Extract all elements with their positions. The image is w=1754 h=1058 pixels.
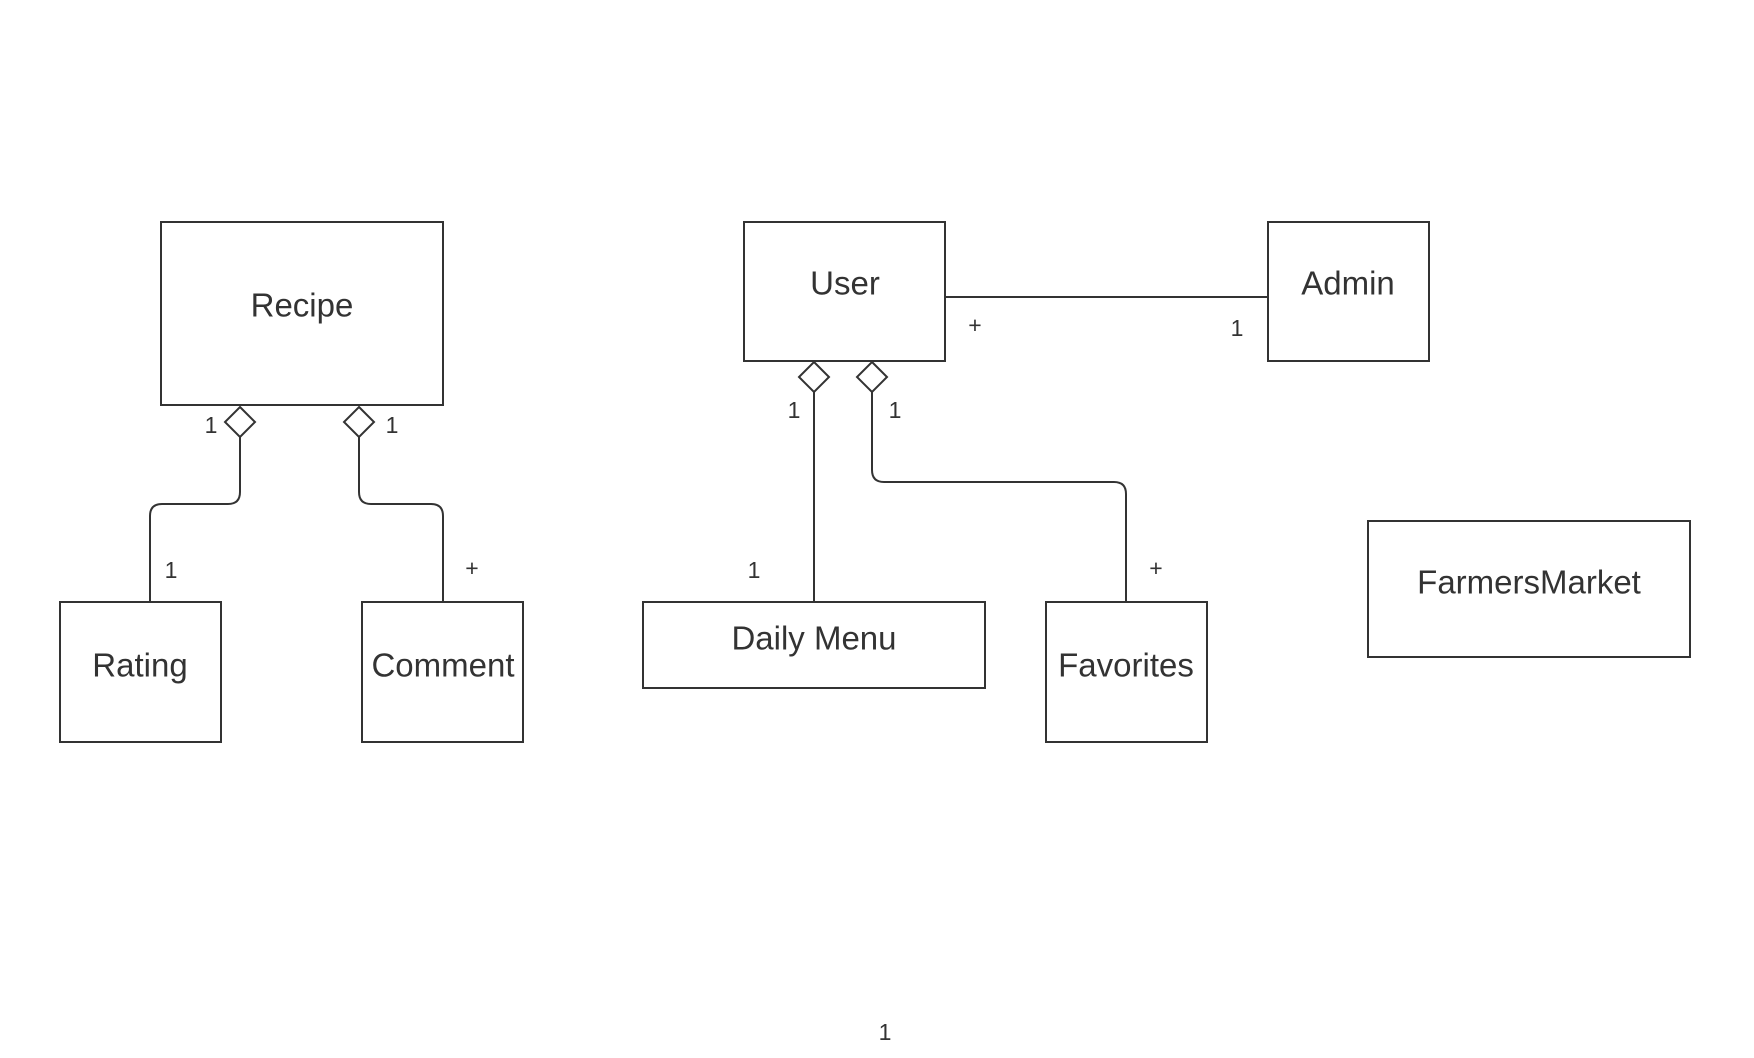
multiplicity-recipe-rating-parent: 1 <box>205 412 218 438</box>
class-farmers-market-label: FarmersMarket <box>1417 564 1641 601</box>
page-footer-number: 1 <box>879 1019 892 1045</box>
class-daily-menu[interactable]: Daily Menu <box>642 601 986 689</box>
multiplicity-user-favorites-child: + <box>1149 555 1162 581</box>
class-admin-label: Admin <box>1301 265 1395 302</box>
multiplicity-user-dailymenu-child: 1 <box>748 557 761 583</box>
class-recipe-label: Recipe <box>251 287 354 324</box>
class-rating[interactable]: Rating <box>59 601 222 743</box>
user-dailymenu-aggregation-diamond <box>797 360 831 394</box>
class-comment-label: Comment <box>371 647 514 684</box>
class-user[interactable]: User <box>743 221 946 362</box>
recipe-comment-aggregation-diamond <box>342 405 376 439</box>
multiplicity-user-admin-user: + <box>968 312 981 338</box>
multiplicity-user-dailymenu-parent: 1 <box>788 397 801 423</box>
user-favorites-aggregation-diamond <box>855 360 889 394</box>
class-recipe[interactable]: Recipe <box>160 221 444 406</box>
multiplicity-recipe-rating-child: 1 <box>165 557 178 583</box>
multiplicity-recipe-comment-child: + <box>465 555 478 581</box>
class-daily-menu-label: Daily Menu <box>731 620 896 657</box>
multiplicity-recipe-comment-parent: 1 <box>386 412 399 438</box>
recipe-rating-aggregation-diamond <box>223 405 257 439</box>
class-farmers-market[interactable]: FarmersMarket <box>1367 520 1691 658</box>
user-favorites-connector <box>871 392 1127 602</box>
class-comment[interactable]: Comment <box>361 601 524 743</box>
recipe-comment-connector <box>358 437 444 602</box>
class-favorites[interactable]: Favorites <box>1045 601 1208 743</box>
class-rating-label: Rating <box>92 647 187 684</box>
class-user-label: User <box>810 265 880 302</box>
class-admin[interactable]: Admin <box>1267 221 1430 362</box>
recipe-rating-connector <box>149 437 241 602</box>
multiplicity-user-favorites-parent: 1 <box>889 397 902 423</box>
multiplicity-user-admin-admin: 1 <box>1231 315 1244 341</box>
class-favorites-label: Favorites <box>1058 647 1194 684</box>
